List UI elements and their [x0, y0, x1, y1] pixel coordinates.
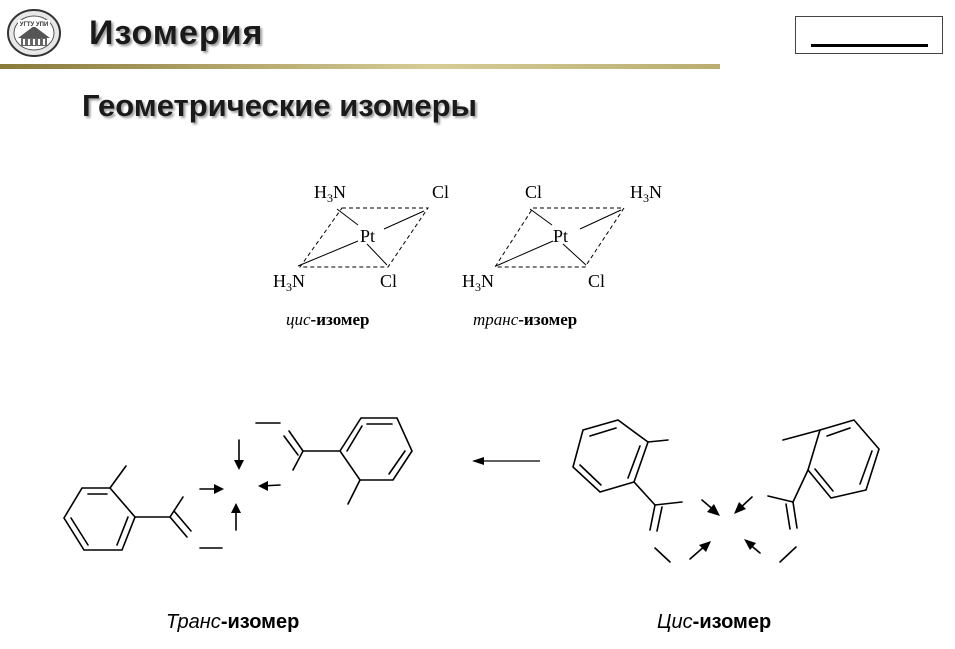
trans-ligand-bottom-left: H3N — [462, 271, 494, 294]
trans-ligand-bottom-right: Cl — [588, 271, 605, 291]
trans-structure — [63, 417, 413, 551]
corner-line — [811, 44, 928, 47]
cis-caption-suffix: -изомер — [692, 611, 772, 633]
cis-ligand-top-right: Cl — [432, 182, 449, 202]
trans-benzene-right — [339, 417, 413, 481]
page-title: Изомерия — [89, 14, 264, 52]
cis-caption-prefix: Цис — [657, 611, 693, 633]
trans-isomer-label: транс-изомер — [473, 310, 577, 329]
cis-ligand-bottom-left: H3N — [273, 271, 305, 294]
cis-bond-bottom-right — [366, 243, 388, 266]
trans-arrowheads — [214, 460, 268, 513]
section-subtitle: Геометрические изомеры — [82, 88, 478, 123]
reaction-arrow — [472, 457, 540, 465]
logo-text: УГТУ УПИ — [20, 22, 49, 28]
cis-bond-top-right — [383, 210, 425, 230]
header-rule — [0, 64, 720, 69]
trans-caption-suffix: -изомер — [220, 611, 300, 633]
trans-ligand-top-left: Cl — [525, 182, 542, 202]
trans-caption-prefix: Транс — [166, 611, 221, 633]
cis-bond-top-left — [336, 208, 359, 226]
cis-dashed-square — [299, 207, 429, 268]
cis-bond-bottom-left — [297, 240, 359, 267]
cis-arrowheads — [699, 502, 756, 552]
trans-bond-top-left — [529, 208, 553, 226]
trans-bond-top-right — [579, 209, 622, 230]
university-logo: УГТУ УПИ — [7, 9, 61, 57]
trans-dashed-square — [494, 207, 625, 268]
cis-ligand-top-left: H3N — [314, 182, 346, 205]
cis-ligand-bottom-right: Cl — [380, 271, 397, 291]
cis-metal-center: Pt — [360, 226, 375, 246]
cis-pt-complex — [297, 207, 429, 268]
trans-metal-center: Pt — [553, 226, 568, 246]
cis-caption: Цис-изомер — [657, 611, 771, 634]
trans-benzene-left — [63, 487, 136, 551]
cis-isomer-label: цис-изомер — [286, 310, 370, 329]
trans-bond-bottom-right — [562, 243, 587, 266]
trans-ligand-top-right: H3N — [630, 182, 662, 205]
trans-caption: Транс-изомер — [166, 611, 299, 634]
corner-box — [795, 16, 943, 54]
cis-structure — [572, 419, 880, 563]
trans-pt-complex — [494, 207, 625, 268]
trans-bond-bottom-left — [495, 240, 554, 267]
